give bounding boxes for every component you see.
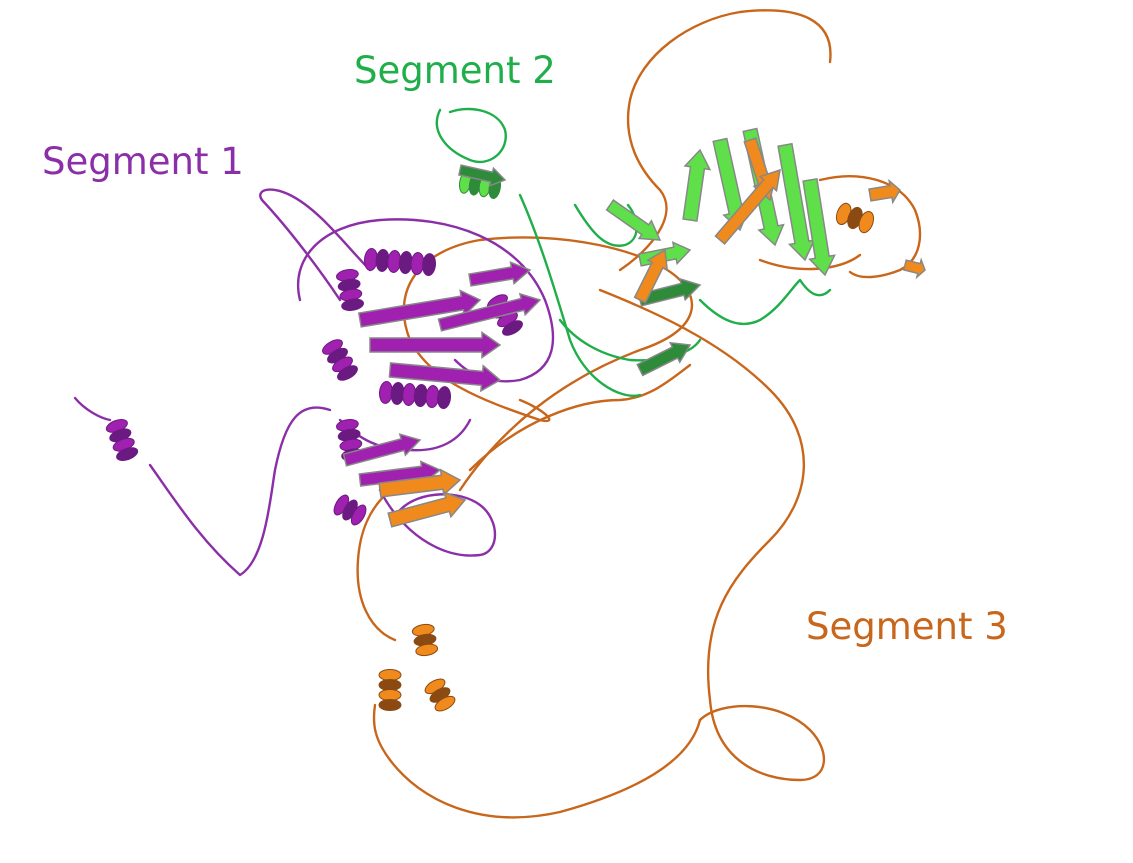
segment-3-strand [387, 491, 467, 528]
segment-3-strand [902, 257, 926, 280]
segment-3-right-tail [818, 175, 922, 279]
segment-3-strand [378, 468, 462, 498]
segment-1-strand [369, 330, 502, 360]
segment-3-helix [424, 678, 456, 712]
segment-2-strand [605, 199, 662, 241]
segment-1-strand [388, 362, 502, 393]
segment-1-strand [437, 292, 542, 332]
segment-3-right-tail-2 [758, 253, 862, 271]
segment-3-coils [356, 9, 922, 819]
segment-3-big-right-loop [598, 288, 825, 782]
segment-2-strand [802, 178, 836, 277]
segment-1-strand [357, 289, 482, 328]
segment-2-ribbons [458, 127, 836, 377]
segment-1-helix [333, 494, 367, 526]
segment-1-terminal-helix [105, 419, 139, 461]
segment-3-helix-turn [858, 211, 875, 234]
segment-3-helix-turn [378, 689, 402, 701]
segment-1-helix [336, 268, 364, 312]
segment-2-label: Segment 2 [354, 49, 556, 92]
segment-3-helix [378, 669, 402, 711]
segment-1-helix-turn [350, 504, 367, 526]
segment-3-strand [714, 168, 781, 245]
segment-3-strand [633, 248, 669, 304]
segment-3-bottom-loop [372, 703, 702, 819]
segment-3-ribbons [378, 137, 926, 712]
segment-2-strand [636, 341, 692, 377]
segment-2-strand [458, 164, 507, 187]
segment-1-label: Segment 1 [42, 140, 244, 183]
segment-3-inner-loops-2 [468, 363, 692, 472]
segment-1-long-loop [148, 406, 332, 577]
segment-3-strand [868, 178, 901, 205]
segment-1-helix-turn [337, 365, 358, 381]
segment-3-helix-turn [378, 699, 402, 711]
segment-1-helix-turn [437, 386, 452, 410]
segment-1-terminal-helix-turn [116, 447, 139, 461]
segment-3-left-loop [356, 493, 397, 642]
segment-3-helix-turn [378, 679, 402, 691]
segment-1-helix-turn [341, 298, 364, 312]
segment-3-helix-turn [434, 695, 456, 712]
segment-1-n-terminal-tail [73, 396, 112, 422]
segment-1-strand [468, 261, 532, 287]
segment-1-helix [363, 247, 437, 277]
segment-1-strand [342, 433, 422, 467]
segment-1-lower-loop [378, 488, 497, 557]
segment-3-helix [835, 202, 875, 234]
segment-2-right-loop [698, 278, 832, 326]
segment-3-top-loop [618, 9, 832, 272]
segment-2-linker [518, 193, 642, 397]
segment-2-strand [777, 142, 816, 262]
segment-1-helix [322, 339, 358, 381]
segment-1-helix-turn [502, 320, 523, 336]
segment-2-top-domain-loop [435, 107, 507, 163]
segment-3-helix-turn [378, 669, 402, 681]
segment-1-helix [378, 380, 452, 410]
segment-2-strand [682, 148, 712, 222]
segment-3-helix-turn [415, 643, 439, 657]
segment-3-label: Segment 3 [806, 605, 1008, 648]
segment-3-helix [411, 623, 439, 657]
segment-3-inner-loops [402, 236, 694, 492]
segment-1-helix-turn [422, 253, 437, 277]
segment-1-ribbons [105, 247, 542, 526]
